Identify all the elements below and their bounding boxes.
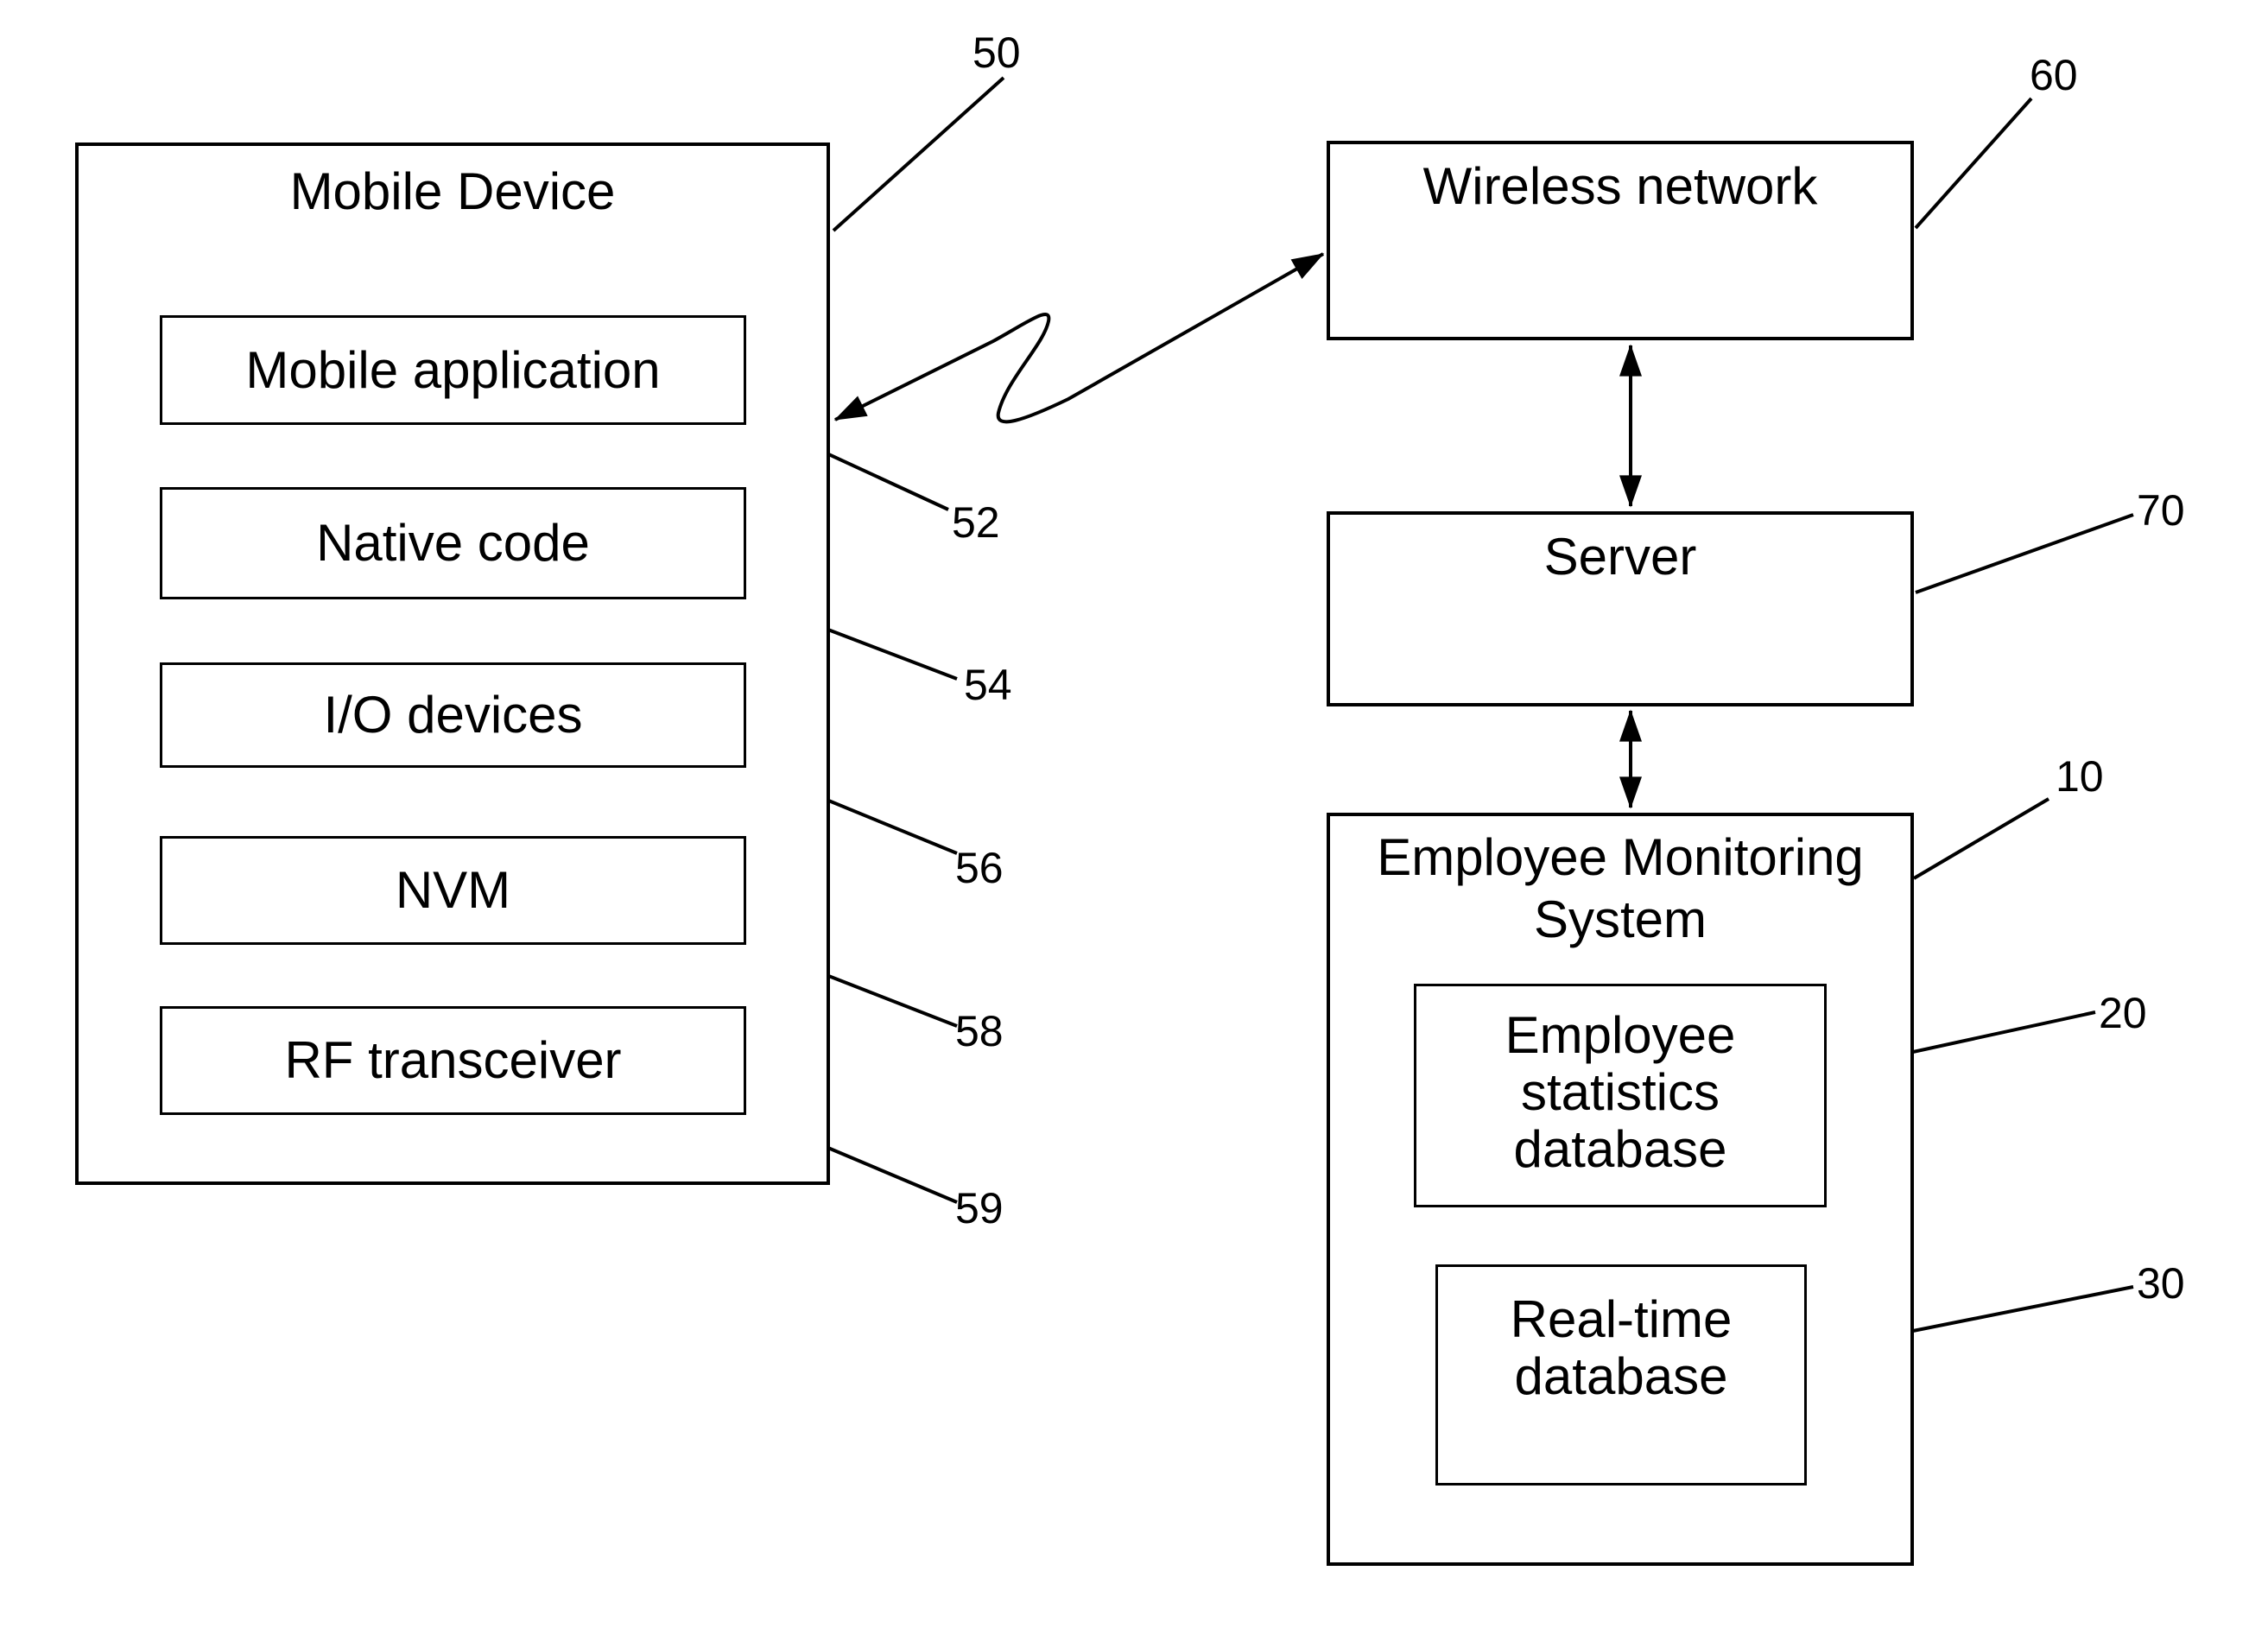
native-code-label: Native code (316, 514, 590, 572)
box-nvm: NVM (160, 836, 746, 945)
rf-transceiver-label: RF transceiver (284, 1031, 622, 1089)
ref-numeral-nvm: 58 (955, 1007, 1004, 1055)
ref-numeral-employee-monitoring-system: 10 (2056, 752, 2104, 801)
ref-numeral-mobile-application: 52 (952, 498, 1000, 547)
server-label: Server (1543, 528, 1697, 586)
leader-line-10 (1912, 797, 2050, 880)
ref-numeral-server: 70 (2137, 486, 2185, 535)
nvm-label: NVM (395, 861, 511, 919)
box-server: Server (1327, 511, 1914, 706)
ref-numeral-io-devices: 56 (955, 844, 1004, 892)
leader-line-50 (832, 76, 1005, 232)
wireless-link-arrow (833, 252, 1325, 424)
box-mobile-application: Mobile application (160, 315, 746, 425)
box-io-devices: I/O devices (160, 662, 746, 768)
ref-numeral-rf-transceiver: 59 (955, 1184, 1004, 1232)
box-employee-statistics-database: Employee statistics database (1414, 984, 1827, 1207)
leader-line-60 (1914, 97, 2033, 230)
box-native-code: Native code (160, 487, 746, 599)
mobile-application-label: Mobile application (245, 340, 661, 399)
ref-numeral-mobile-device: 50 (972, 29, 1021, 77)
real-time-database-label: Real-time database (1510, 1290, 1733, 1405)
box-wireless-network: Wireless network (1327, 141, 1914, 340)
box-rf-transceiver: RF transceiver (160, 1006, 746, 1115)
leader-line-70 (1915, 513, 2134, 594)
mobile-device-label: Mobile Device (289, 162, 616, 220)
employee-monitoring-system-label: Employee Monitoring System (1377, 828, 1864, 948)
box-real-time-database: Real-time database (1435, 1264, 1807, 1485)
wireless-network-label: Wireless network (1422, 157, 1818, 215)
employee-statistics-database-label: Employee statistics database (1505, 1006, 1736, 1178)
ref-numeral-native-code: 54 (964, 661, 1012, 709)
ref-numeral-wireless-network: 60 (2030, 51, 2078, 99)
ref-numeral-employee-statistics-database: 20 (2099, 989, 2147, 1037)
io-devices-label: I/O devices (323, 686, 583, 744)
ref-numeral-real-time-database: 30 (2137, 1259, 2185, 1308)
